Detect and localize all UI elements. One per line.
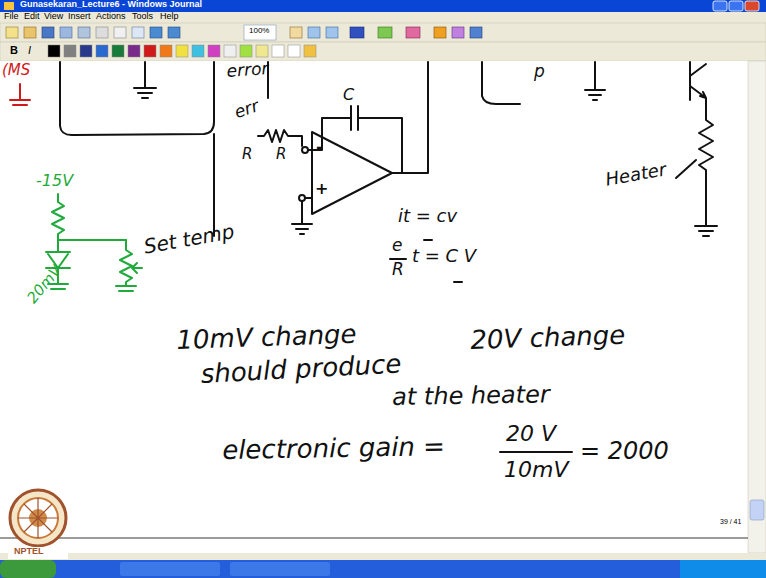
nptel-logo bbox=[8, 490, 68, 559]
window-title: Gunasekaran_Lecture6 - Windows Journal bbox=[20, 0, 202, 10]
note-text: at the heater bbox=[392, 381, 550, 410]
note-text: 20V change bbox=[470, 321, 626, 355]
equation: electronic gain = bbox=[222, 432, 445, 464]
fraction-bar bbox=[500, 451, 572, 453]
pen-color-swatches bbox=[48, 45, 316, 57]
resistor-label: R bbox=[276, 146, 286, 163]
logo-text: NPTEL bbox=[14, 547, 44, 557]
menu-item: File bbox=[4, 12, 19, 22]
capacitor-symbol bbox=[312, 106, 402, 173]
opamp-symbol bbox=[312, 132, 392, 214]
note-text: (MS bbox=[2, 62, 30, 79]
transistor-symbol bbox=[690, 62, 706, 104]
resistor-symbol bbox=[258, 130, 302, 146]
italic-button: I bbox=[28, 44, 31, 56]
equation: 10mV bbox=[504, 458, 568, 482]
voltage-label: -15V bbox=[36, 172, 73, 190]
taskbar bbox=[0, 560, 766, 578]
page-number: 39 / 41 bbox=[720, 518, 741, 526]
scrollbar bbox=[748, 61, 766, 553]
journal-page bbox=[0, 61, 748, 553]
menu-item: View bbox=[44, 12, 63, 22]
voltage-label: 20mV bbox=[24, 262, 65, 306]
equation: t = C V bbox=[412, 246, 476, 266]
opamp-terminal: + bbox=[315, 180, 328, 198]
equation: 20 V bbox=[506, 422, 556, 446]
equation: = 2000 bbox=[580, 438, 669, 464]
ground-symbol bbox=[585, 62, 605, 100]
equation: R bbox=[392, 260, 404, 279]
zoom-level: 100% bbox=[249, 27, 269, 36]
note-text: should produce bbox=[200, 349, 402, 388]
ground-symbol bbox=[695, 208, 717, 236]
signal-name: error bbox=[226, 59, 269, 81]
opamp-terminal: - bbox=[316, 138, 323, 156]
capacitor-label: C bbox=[343, 86, 354, 104]
resistor-label: R bbox=[242, 146, 252, 163]
ground-symbol bbox=[134, 62, 156, 98]
equation: it = cv bbox=[398, 206, 457, 226]
red-strokes bbox=[10, 84, 30, 105]
toolbar-icons bbox=[6, 25, 482, 40]
heater-resistor bbox=[699, 104, 713, 208]
note-text: 10mV change bbox=[176, 320, 357, 355]
menu-item: Tools bbox=[132, 12, 153, 22]
menu-item: Actions bbox=[96, 12, 126, 22]
bold-button: B bbox=[10, 44, 18, 56]
page-bottom-line bbox=[0, 537, 748, 539]
menu-item: Help bbox=[160, 12, 179, 22]
menu-item: Edit bbox=[24, 12, 40, 22]
signal-name: Set temp bbox=[142, 220, 236, 258]
note-text: p bbox=[534, 62, 545, 81]
signal-name: err bbox=[232, 96, 261, 121]
menu-item: Insert bbox=[68, 12, 91, 22]
component-label: Heater bbox=[604, 159, 668, 189]
equation: e bbox=[392, 236, 402, 255]
circuit-strokes bbox=[60, 62, 717, 452]
app-icon bbox=[4, 2, 14, 10]
ground-symbol bbox=[292, 201, 312, 234]
leader-line bbox=[676, 160, 696, 178]
title-bar bbox=[0, 0, 766, 12]
